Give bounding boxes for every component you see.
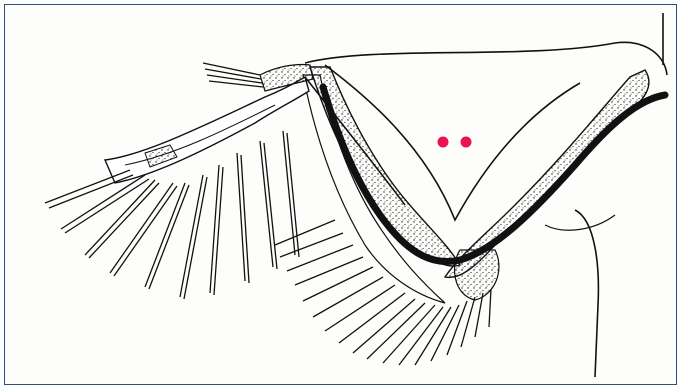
body-outline xyxy=(305,13,667,377)
figure-frame xyxy=(4,4,677,385)
injection-markers xyxy=(438,137,472,148)
secondary-feathers xyxy=(275,220,491,365)
wing-illustration xyxy=(5,5,678,386)
marker-dot xyxy=(461,137,472,148)
marker-dot xyxy=(438,137,449,148)
hand-bones xyxy=(105,63,313,183)
